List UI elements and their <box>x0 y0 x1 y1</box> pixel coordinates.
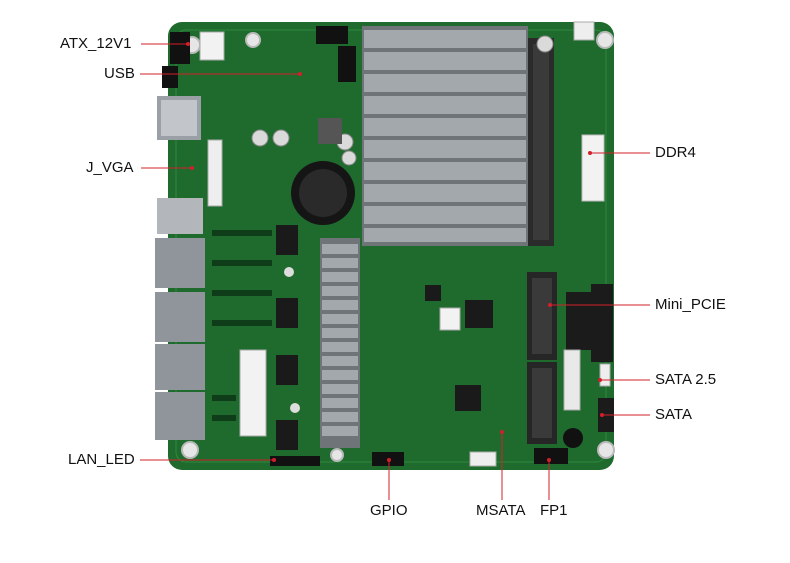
label-sata: SATA <box>655 406 692 423</box>
label-msata: MSATA <box>476 502 526 519</box>
leader-lines <box>140 43 650 500</box>
label-ddr4: DDR4 <box>655 144 696 161</box>
label-atx-12v1: ATX_12V1 <box>60 35 132 52</box>
label-j-vga: J_VGA <box>86 159 134 176</box>
label-usb: USB <box>104 65 135 82</box>
label-sata-2-5: SATA 2.5 <box>655 371 717 388</box>
fp1-header <box>534 448 568 464</box>
label-gpio: GPIO <box>370 502 408 519</box>
label-fp1: FP1 <box>540 502 568 519</box>
chipset-heatsink <box>320 238 360 448</box>
lan-led-header <box>270 456 320 466</box>
label-mini-pcie: Mini_PCIE <box>655 296 726 313</box>
label-lan-led: LAN_LED <box>68 451 135 468</box>
io-ports <box>155 31 225 440</box>
cpu-heatsink <box>362 26 528 246</box>
msata-connector <box>469 451 497 467</box>
